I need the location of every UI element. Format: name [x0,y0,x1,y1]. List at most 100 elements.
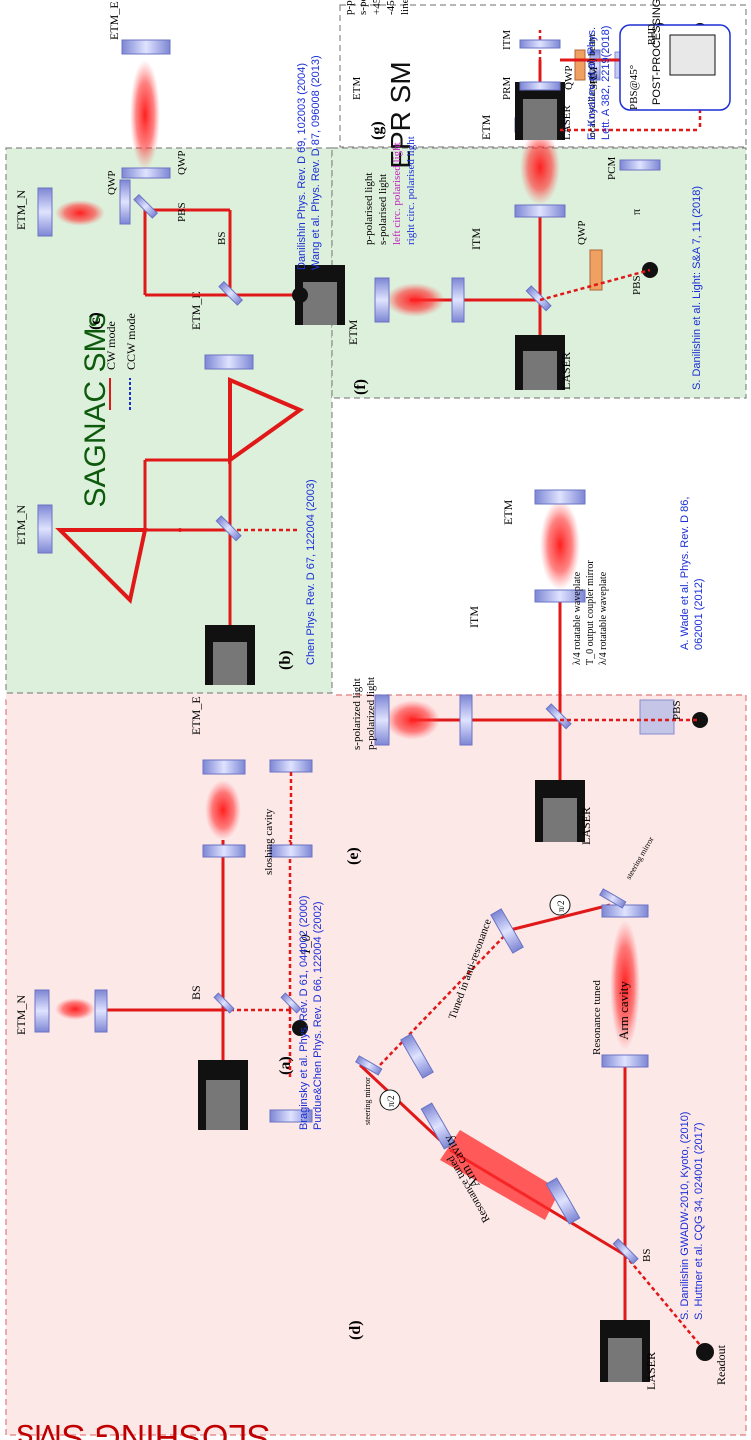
slosh-mirror-2 [269,844,313,858]
citation-g-1: E. Knyazev et al. Phys. [586,27,598,140]
arm-c-east [130,60,160,170]
prm-g [519,81,561,91]
etm-e-a-label: ETM_E [189,696,203,735]
citation-c-2: Wang et al. Phys. Rev. D 87, 096008 (201… [310,55,322,270]
itm-g [519,39,561,49]
arm-cavity-d2 [610,920,640,1050]
legend-g-1: p-polarised light [343,0,355,15]
arm-e-east [540,500,580,590]
steering-mirror-label-1: steering mirror [363,1077,372,1125]
citation-b: Chen Phys. Rev. D 67, 122004 (2003) [305,479,317,665]
bs-d-label: BS [641,1249,653,1262]
detector-a [292,1020,308,1036]
panel-f-label: (f) [352,379,369,395]
qwp-n-c [119,179,131,225]
citation-e-1: A. Wade et al. Phys. Rev. D 86, [679,497,691,650]
resonance-tuned-2: Resonance tuned [591,980,603,1055]
itm-e-e [534,589,586,603]
itm-e-label: ITM [467,606,481,628]
itm-n-e [459,694,473,746]
laser-c-core [303,282,337,325]
citation-f: S. Danilishin et al. Light: S&A 7, 11 (2… [691,186,703,390]
post-processing-label: POST-PROCESSING [651,0,663,105]
qwp-n-c-label: QWP [106,171,118,195]
sagnac-title: SAGNAC SMs [79,312,112,507]
legend-e-2: p-polarized light [365,677,377,750]
citation-d-2: S. Huttner et al. CQG 34, 024001 (2017) [693,1122,705,1320]
laser-d-core [608,1338,642,1382]
panel-a-label: (a) [277,1056,294,1075]
laser-f-core [523,351,557,390]
etm-n-f [374,277,390,323]
panel-g-label: (g) [369,121,386,140]
panel-e-label: (e) [345,847,362,865]
panel-e: (e) LASER ITM ETM PBS λ/4 rotatable wave… [345,489,708,865]
srm-g [589,49,601,81]
legend-f-1: p-polarised light [363,173,375,245]
laser-e-core [543,798,577,842]
prm-g-label: PRM [501,77,513,100]
qwp-f [589,249,603,291]
cw-legend: CW mode [104,321,118,370]
laser-a-core [206,1080,240,1130]
pbs45-g-label: PBS@45° [628,65,640,110]
itm-d2 [601,1054,649,1068]
monitor-icon [669,34,716,76]
etm-d2 [601,904,649,918]
t0-a-label: T_0 [298,934,313,955]
legend-f-4: right circ. polarised light [405,136,417,245]
panel-b: (b) CW mode CCW mode ETM_N ETM_E Chen Ph… [14,291,317,685]
slosh-mirror-1 [269,759,313,773]
etm-g-label: ETM [351,77,363,100]
etm-e-c [121,39,171,55]
bs-d [612,1238,639,1265]
legend-e-1: s-polarized light [351,678,363,750]
itm-n-a [94,989,108,1033]
pi-half-label-2: π/2 [556,900,566,912]
etm-e-label: ETM [501,499,515,525]
srm-g-label: SRM [588,67,600,90]
laser-f-label: LASER [559,352,573,390]
pbs-c [133,193,159,219]
steering-mirror-1 [355,1055,383,1076]
bs-c-label: BS [216,232,228,245]
arm-cavity-2: Arm cavity [616,981,631,1040]
pbs-c-label: PBS [176,202,188,222]
laser-d-label: LASER [644,1352,658,1390]
pi-half-d1 [379,1089,401,1111]
epr-title: EPR SM [385,61,416,168]
pbs-e-label: PBS [671,700,683,720]
citation-a-2: Purdue&Chen Phys. Rev. D 66, 122004 (200… [312,902,324,1131]
component-e-2: T_0 output coupler mirror [585,560,596,665]
qwp-f-label: QWP [576,221,588,245]
arm-f-east [520,130,560,205]
legend-g-3: +45°-polarised light [371,0,383,15]
bs-a-label: BS [189,985,203,1000]
sloshing-title: SLOSHING SMs [17,1417,270,1440]
pi-half-label-1: π/2 [386,1095,396,1107]
panel-a: (a) ETM_N ETM_E BS T_0 sloshing cavity B… [14,696,324,1130]
arm-c-north [55,200,105,226]
component-e-3: λ/4 rotatable waveplate [598,571,609,665]
bs-f [525,285,552,312]
etm-n-b [37,504,53,554]
itm-g-label: ITM [501,30,513,50]
etm-e-b-label: ETM_E [189,291,203,330]
panel-g: (g) p-polarised light s-polarised light … [343,0,731,141]
anti-res-mirror-1 [400,1033,434,1079]
t0-a [280,992,302,1014]
qwp-g [574,49,586,81]
pcm-f [619,159,661,171]
lo-beam-label: local oscillator (LO) beam [587,34,598,140]
itm-e-f [514,204,566,218]
etm-n-a-label: ETM_N [14,995,28,1035]
laser-g-label: LASER [561,105,573,141]
laser-g-core [523,99,557,140]
etm-e-c-label: ETM_E [107,1,121,40]
pi-half-d2 [549,894,571,916]
legend-f-2: s-polarised light [377,174,389,245]
detector-e [692,712,708,728]
bhd-label: BHD [647,24,658,45]
laser-e-label: LASER [579,807,593,845]
etm-f-label-e: ETM [479,114,493,140]
